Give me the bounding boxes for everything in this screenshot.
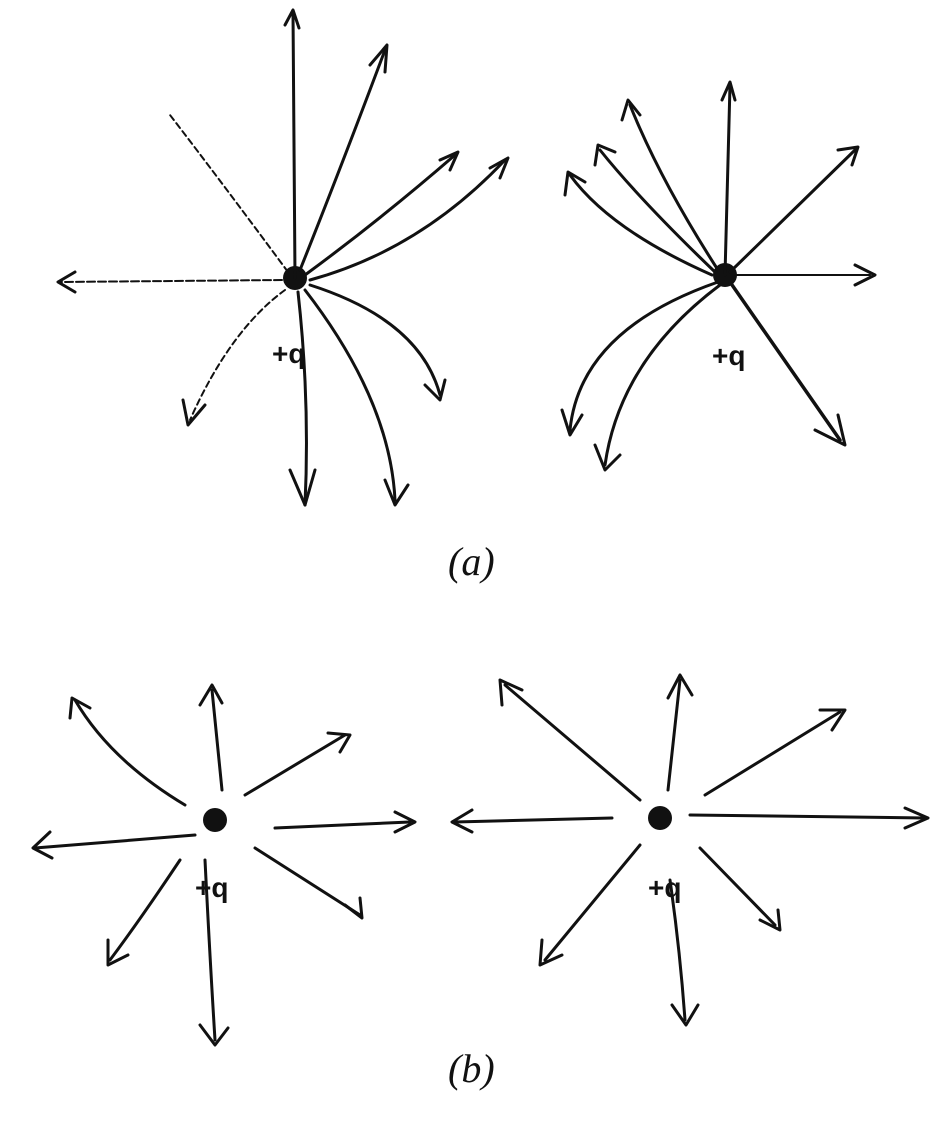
panel-b-left-charge-label: +q	[195, 872, 229, 903]
panel-a-right-field-lines	[560, 80, 877, 472]
panel-a-right-charge-label: +q	[712, 340, 746, 371]
panel-b-caption: (b)	[448, 1046, 495, 1091]
panel-b-right-charge-label: +q	[648, 872, 682, 903]
panel-b-right-field-lines	[450, 673, 930, 1027]
panel-a-caption: (a)	[448, 539, 495, 584]
panel-b-left-field-lines	[31, 683, 417, 1047]
panel-a-left-charge-label: +q	[272, 338, 306, 369]
panel-a-left-field-lines	[56, 8, 510, 507]
